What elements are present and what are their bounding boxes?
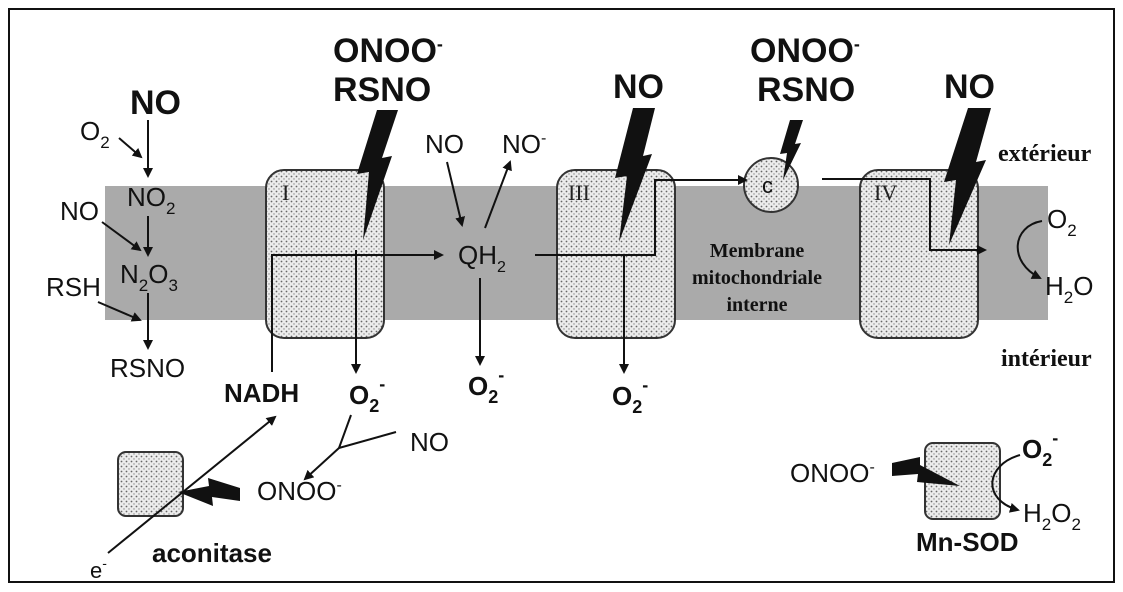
rsno-bottom-label: RSNO [110, 353, 185, 383]
superoxide-label-2: O2- [468, 365, 504, 407]
e-minus-label: e- [90, 555, 107, 583]
membrane-label-1: Membrane [710, 240, 805, 262]
interieur-label: intérieur [1001, 346, 1092, 372]
no-side-label: NO [60, 196, 99, 226]
membrane-label-3: interne [726, 294, 787, 316]
onoo-label-1: ONOO- [333, 32, 443, 70]
bolt-aconitase [178, 478, 240, 506]
complex-iii-label: III [568, 180, 590, 205]
peroxynitrite-formation-arrow [305, 448, 339, 479]
mn-sod-label: Mn-SOD [916, 527, 1019, 557]
no-mid-label: NO [613, 68, 664, 106]
onoo-lower-label: ONOO- [257, 476, 342, 506]
o2-right-label: O2 [1047, 204, 1077, 240]
onoo-sod-label: ONOO- [790, 458, 875, 488]
superoxide-label-3: O2- [612, 375, 648, 417]
onoo-label-2: ONOO- [750, 32, 860, 70]
h2o2-label: H2O2 [1023, 498, 1081, 534]
complex-i-label: I [282, 180, 289, 205]
exterieur-label: extérieur [998, 141, 1092, 167]
no-q-out-label: NO- [502, 129, 546, 159]
complex-iv-label: IV [874, 180, 897, 205]
no-right-label: NO [944, 68, 995, 106]
o2-top-left-label: O2 [80, 116, 110, 152]
rsh-label: RSH [46, 272, 101, 302]
aconitase-label: aconitase [152, 538, 272, 568]
membrane-label-2: mitochondriale [692, 267, 822, 289]
h2o-label: H2O [1045, 271, 1093, 307]
no-q-in-label: NO [425, 129, 464, 159]
o2-to-no2-arrow [119, 138, 141, 157]
superoxide-to-peroxynitrite-line [339, 415, 396, 448]
rsno-label-1: RSNO [333, 71, 431, 109]
no-lower-label: NO [410, 427, 449, 457]
rsno-label-2: RSNO [757, 71, 855, 109]
nadh-label: NADH [224, 378, 299, 408]
cytochrome-c-label: c [762, 173, 773, 198]
aconitase-box [118, 452, 183, 516]
no-top-left-label: NO [130, 84, 181, 122]
superoxide-sod-label: O2- [1022, 428, 1058, 470]
superoxide-label-1: O2- [349, 374, 385, 416]
